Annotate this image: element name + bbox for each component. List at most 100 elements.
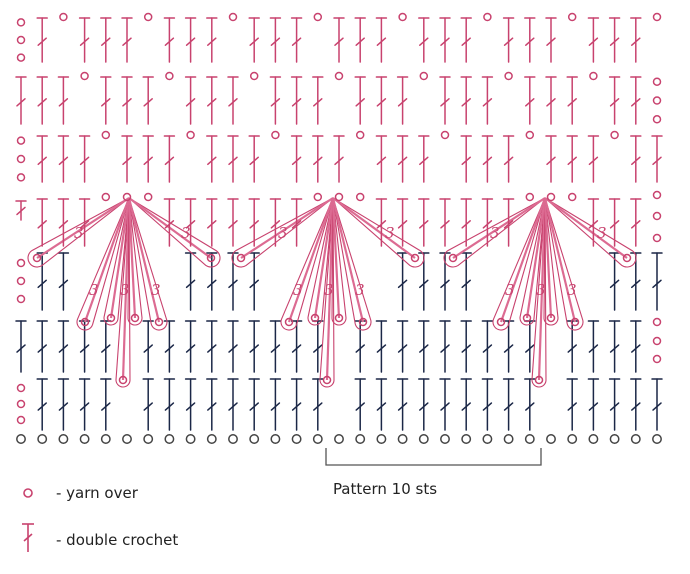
double-crochet-symbol bbox=[524, 76, 536, 125]
yarn-over-symbol bbox=[16, 415, 26, 425]
dc-slash bbox=[185, 98, 196, 107]
yarn-over-symbol bbox=[165, 71, 174, 81]
dc-slash bbox=[122, 98, 132, 107]
yarn-over-symbol bbox=[588, 434, 599, 444]
double-crochet-symbol bbox=[439, 198, 451, 247]
top-rows bbox=[15, 12, 663, 247]
double-crochet-symbol bbox=[163, 378, 176, 431]
double-crochet-symbol bbox=[481, 378, 494, 431]
double-crochet-symbol bbox=[439, 320, 451, 373]
shell-stitch bbox=[331, 197, 341, 319]
yarn-over-symbol bbox=[397, 434, 408, 444]
yarn-over-symbol bbox=[313, 12, 323, 22]
dc-slash bbox=[461, 37, 471, 46]
dc-slash bbox=[376, 98, 387, 107]
double-crochet-symbol bbox=[418, 135, 430, 183]
shell-petal bbox=[443, 197, 546, 268]
yarn-over-symbol bbox=[312, 434, 323, 444]
dc-slash bbox=[461, 220, 471, 229]
shell-petal bbox=[531, 197, 547, 388]
dc-slash bbox=[58, 402, 69, 411]
dc-slash bbox=[631, 402, 641, 411]
shell-petal bbox=[543, 197, 559, 326]
dc-slash bbox=[546, 98, 556, 107]
double-crochet-symbol bbox=[651, 135, 663, 183]
double-crochet-symbol bbox=[545, 76, 557, 125]
yarn-over-symbol bbox=[284, 317, 294, 327]
double-crochet-symbol bbox=[418, 198, 430, 247]
double-crochet-symbol bbox=[502, 320, 515, 373]
yarn-over-symbol bbox=[16, 53, 26, 62]
yarn-over-symbol bbox=[522, 313, 532, 323]
yarn-over-symbol bbox=[525, 130, 535, 140]
double-crochet-symbol bbox=[460, 252, 472, 311]
double-crochet-symbol bbox=[396, 135, 409, 183]
double-crochet-symbol bbox=[248, 320, 260, 373]
double-crochet-symbol bbox=[100, 320, 112, 373]
shell-stitch bbox=[127, 197, 137, 319]
dc-slash bbox=[652, 402, 662, 411]
yarn-over-symbol bbox=[249, 71, 259, 81]
dc-slash bbox=[631, 156, 641, 166]
yarn-over-symbol bbox=[271, 130, 280, 140]
double-crochet-symbol bbox=[269, 378, 282, 431]
dc-slash bbox=[207, 402, 217, 411]
yarn-over-symbol bbox=[143, 434, 154, 444]
double-crochet-symbol bbox=[354, 320, 366, 373]
double-crochet-symbol bbox=[78, 17, 91, 63]
double-crochet-symbol bbox=[290, 17, 303, 63]
double-crochet-symbol bbox=[312, 378, 324, 431]
double-crochet-symbol bbox=[100, 378, 112, 431]
yarn-over-symbol bbox=[652, 96, 662, 105]
yarn-over-symbol bbox=[652, 233, 662, 243]
double-crochet-symbol bbox=[57, 198, 70, 247]
dc-slash bbox=[397, 98, 408, 107]
double-crochet-symbol bbox=[290, 378, 303, 431]
dc-slash bbox=[164, 220, 175, 229]
double-crochet-symbol bbox=[57, 76, 70, 125]
double-crochet-symbol bbox=[184, 76, 197, 125]
dc-slash bbox=[37, 402, 47, 411]
dc-slash bbox=[122, 37, 132, 46]
double-crochet-symbol bbox=[396, 252, 409, 311]
dc-slash bbox=[652, 279, 662, 289]
double-crochet-symbol bbox=[418, 17, 430, 63]
dc-slash bbox=[291, 37, 302, 46]
dc-slash bbox=[16, 98, 26, 107]
dc-slash bbox=[440, 98, 450, 107]
double-crochet-symbol bbox=[460, 198, 472, 247]
double-crochet-symbol bbox=[630, 17, 642, 63]
yarn-over-symbol bbox=[546, 313, 556, 323]
dc-slash bbox=[249, 156, 259, 166]
shell-petal bbox=[307, 197, 334, 326]
double-crochet-symbol bbox=[545, 135, 557, 183]
dc-slash bbox=[440, 37, 450, 46]
double-crochet-symbol bbox=[608, 252, 621, 311]
double-crochet-symbol bbox=[566, 378, 578, 431]
shell-count-label: 3 bbox=[293, 281, 303, 299]
yarn-over-symbol bbox=[185, 434, 196, 444]
yarn-over-symbol bbox=[418, 434, 429, 444]
double-crochet-symbol bbox=[184, 252, 197, 311]
dc-slash bbox=[397, 279, 408, 289]
double-crochet-symbol bbox=[630, 378, 642, 431]
double-crochet-symbol bbox=[184, 378, 197, 431]
double-crochet-symbol bbox=[396, 198, 409, 247]
yarn-over-symbol bbox=[546, 434, 556, 444]
double-crochet-symbol bbox=[608, 76, 621, 125]
dc-slash bbox=[143, 98, 153, 107]
dc-slash bbox=[609, 37, 620, 46]
dc-slash bbox=[461, 344, 471, 353]
dc-slash bbox=[419, 37, 429, 46]
shell-count-label: 3 bbox=[278, 224, 288, 242]
yarn-over-symbol bbox=[483, 12, 492, 22]
yarn-over-symbol bbox=[122, 192, 132, 202]
shell-stitch bbox=[452, 197, 546, 259]
double-crochet-symbol bbox=[57, 252, 70, 311]
yarn-over-symbol bbox=[567, 192, 577, 202]
dc-slash bbox=[503, 344, 514, 353]
shell-petal bbox=[492, 197, 546, 331]
double-crochet-symbol bbox=[566, 320, 578, 373]
